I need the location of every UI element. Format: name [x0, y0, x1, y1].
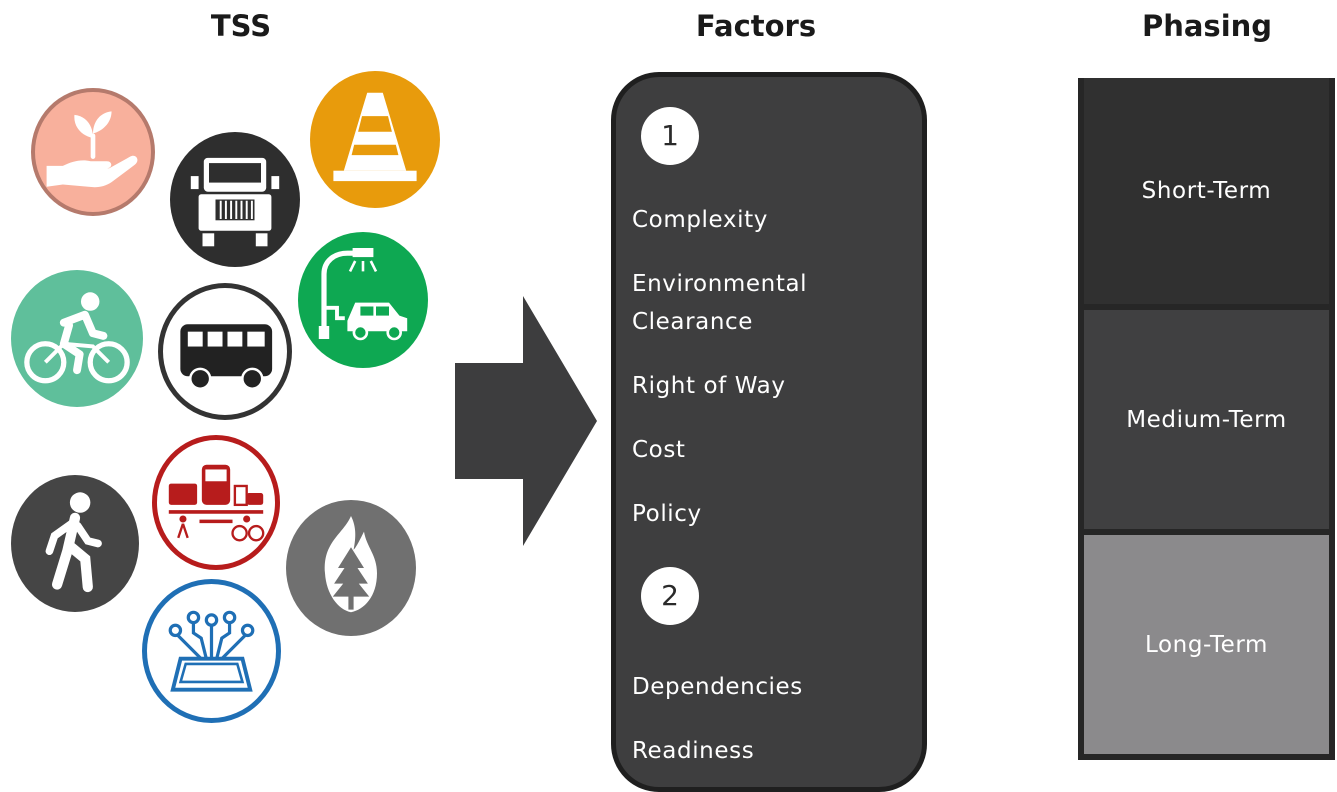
- wildfire-tree-icon: [286, 500, 416, 636]
- flow-arrow-icon: [455, 296, 597, 546]
- factor-group-2-badge: 2: [641, 567, 699, 625]
- heading-factors: Factors: [695, 9, 817, 43]
- factor-environmental: Environmental: [632, 271, 808, 297]
- factor-policy: Policy: [632, 501, 702, 527]
- factor-cost: Cost: [632, 437, 686, 463]
- factor-group-1-badge: 1: [641, 107, 699, 165]
- factor-clearance: Clearance: [632, 309, 754, 335]
- phase-short-term: Short-Term: [1084, 78, 1329, 304]
- sustainability-plant-hand-icon: [31, 88, 155, 216]
- pedestrian-icon: [11, 475, 139, 612]
- phase-medium-term: Medium-Term: [1084, 310, 1329, 529]
- truck-icon: [170, 132, 300, 267]
- phase-long-term: Long-Term: [1084, 535, 1329, 754]
- factor-complexity: Complexity: [632, 207, 768, 233]
- bus-icon: [158, 283, 292, 420]
- factor-right-of-way: Right of Way: [632, 373, 786, 399]
- heading-phasing: Phasing: [1141, 9, 1273, 43]
- factors-panel: 1 Complexity Environmental Clearance Rig…: [611, 72, 927, 792]
- phasing-stack: Short-Term Medium-Term Long-Term: [1078, 78, 1335, 760]
- technology-tablet-icon: [142, 579, 281, 723]
- multimodal-rail-icon: [152, 435, 280, 570]
- heading-tss: TSS: [210, 9, 272, 43]
- factor-readiness: Readiness: [632, 738, 755, 764]
- factor-dependencies: Dependencies: [632, 674, 803, 700]
- bicycle-icon: [11, 270, 143, 407]
- traffic-cone-icon: [310, 71, 440, 208]
- ev-charging-icon: [298, 232, 428, 368]
